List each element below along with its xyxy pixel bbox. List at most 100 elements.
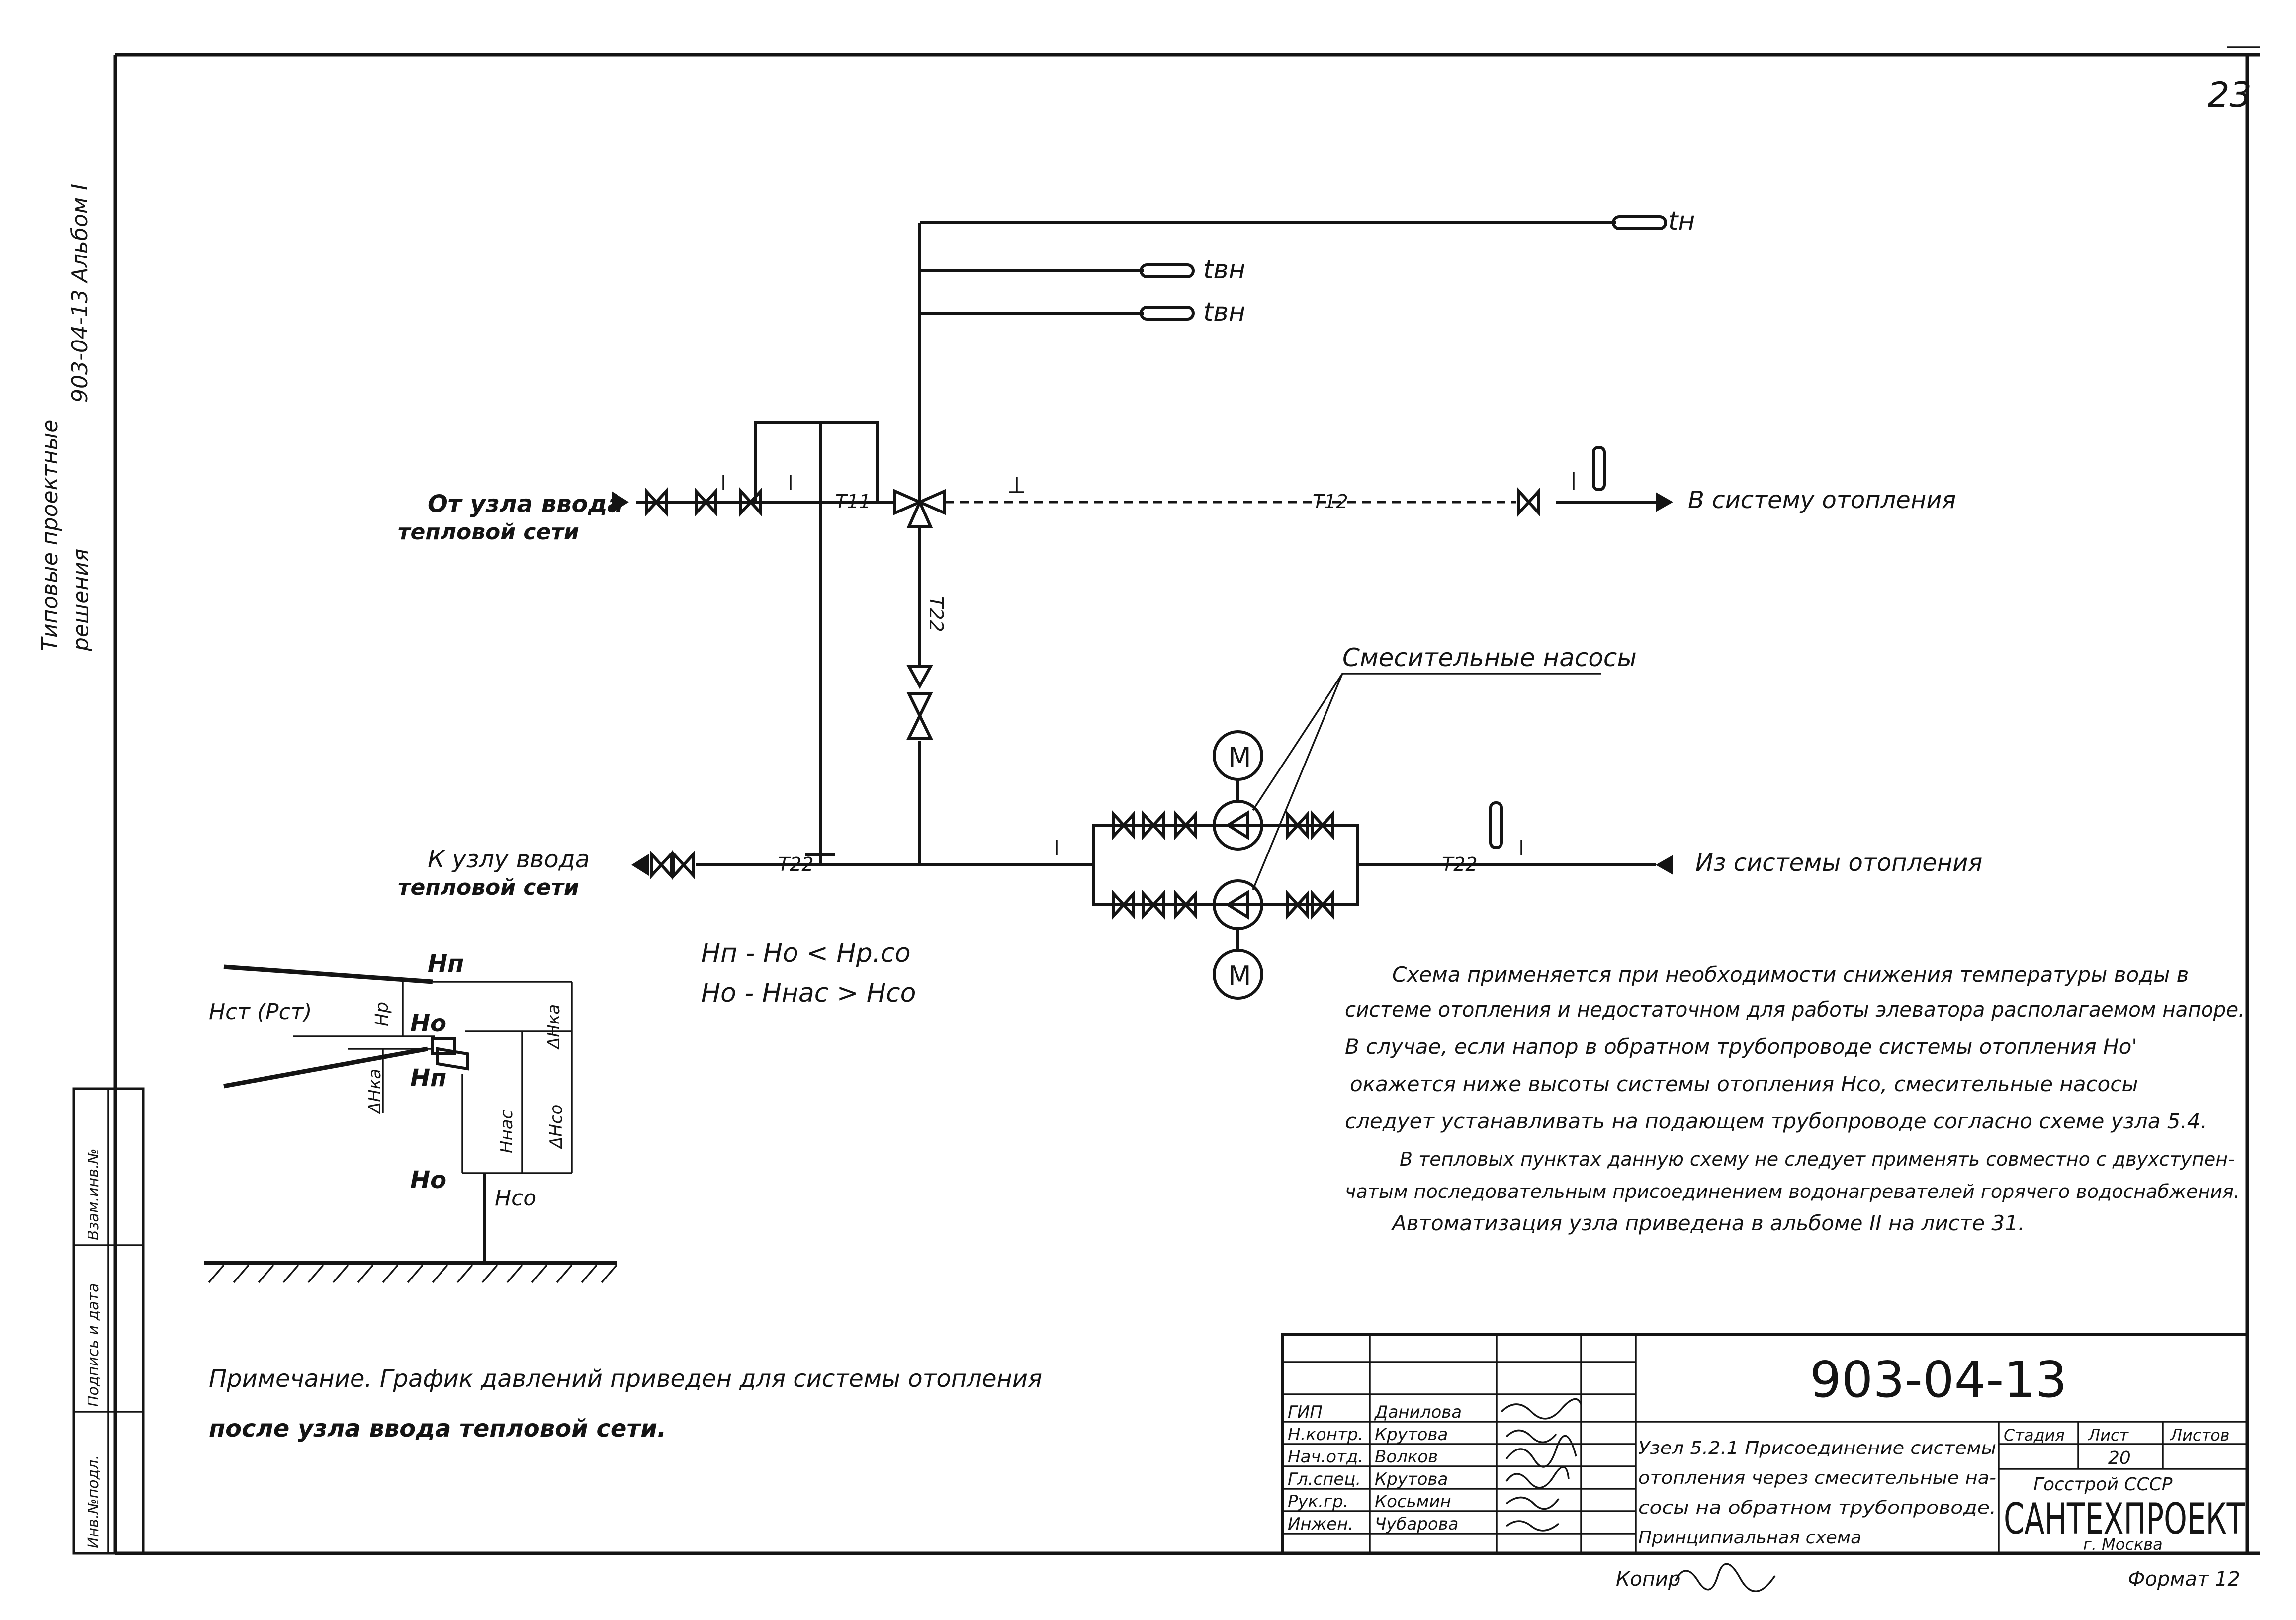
supply-line — [636, 421, 1656, 504]
footnote-line1: Примечание. График давлений приведен для… — [209, 1365, 1042, 1393]
copied-label: Копир — [1616, 1568, 1680, 1591]
sheet-number: 23 — [2208, 75, 2252, 115]
return-thermometer — [1489, 801, 1503, 849]
tb-stage-header: Стадия — [2004, 1426, 2065, 1445]
margin-title-line1: Типовые проектные — [37, 420, 63, 651]
graph-dhka-right: ΔНка — [544, 1004, 564, 1050]
format-label: Формат 12 — [2128, 1568, 2240, 1591]
to-network-line2: тепловой сети — [398, 875, 579, 900]
tb-name-4: Крутова — [1375, 1469, 1448, 1489]
tb-name-5: Косьмин — [1375, 1492, 1451, 1512]
motor-top: М — [1213, 730, 1263, 781]
graph-hr-label: Нр — [372, 1002, 392, 1026]
copier-signature — [1675, 1563, 1776, 1592]
from-network-line2: тепловой сети — [398, 519, 579, 545]
graph-dhka-left: ΔНка — [365, 1069, 385, 1115]
tb-org-3: г. Москва — [2083, 1535, 2163, 1554]
margin-title-line3: 903-04-13 Альбом I — [67, 184, 92, 403]
pipe-t22-right-label: Т22 — [1442, 853, 1478, 875]
mixing-pumps-leader — [1252, 673, 1601, 890]
sensor-tvn2-label: tвн — [1203, 297, 1245, 327]
tb-name-3: Волков — [1375, 1447, 1438, 1467]
note-p1-line4: окажется ниже высоты системы отопления Н… — [1350, 1072, 2138, 1096]
graph-dhco-label: ΔНсо — [546, 1105, 566, 1150]
from-heating-label: Из системы отопления — [1695, 849, 1982, 877]
sensor-branch — [918, 221, 1616, 500]
pipe-t22-left-label: Т22 — [778, 853, 814, 875]
stamp-vzam-inv: Взам.инв.№ — [85, 1148, 102, 1240]
graph-hnas-label: Ннас — [497, 1109, 517, 1153]
tb-name-2: Крутова — [1375, 1425, 1448, 1445]
stamp-strip: Инв.№подл. Подпись и дата Взам.инв.№ — [72, 1087, 145, 1555]
mixing-pumps-label: Смесительные насосы — [1342, 643, 1637, 672]
sensor-tvn1-label: tвн — [1203, 255, 1245, 285]
return-line — [696, 502, 1656, 866]
indoor-temp-sensor-1: tвн — [1140, 255, 1245, 285]
tb-sheet-value: 20 — [2108, 1448, 2131, 1468]
jumper-t22 — [906, 527, 934, 865]
to-network-line1: К узлу ввода — [428, 846, 590, 873]
tb-org-2: САНТЕХПРОЕКТ — [2004, 1494, 2245, 1544]
pipe-t11-label: Т11 — [835, 491, 871, 512]
supply-valve-2 — [695, 487, 717, 517]
indoor-temp-sensor-2: tвн — [1140, 297, 1245, 327]
pressure-graph — [204, 964, 618, 1283]
formula-2: Но - Ннас > Нсо — [701, 978, 916, 1008]
tb-role-6: Инжен. — [1288, 1514, 1353, 1534]
note-p1-line1: Схема применяется при необходимости сниж… — [1392, 962, 2189, 987]
tb-title-line1: Узел 5.2.1 Присоединение системы — [1638, 1438, 1996, 1458]
stamp-inv-podl: Инв.№подл. — [85, 1455, 102, 1548]
tb-title-line2: отопления через смесительные на- — [1638, 1468, 1996, 1488]
tb-role-4: Гл.спец. — [1288, 1469, 1361, 1489]
supply-valve-1 — [645, 487, 668, 517]
heating-return-arrow — [1656, 855, 1673, 875]
doc-code: 903-04-13 — [1810, 1351, 2067, 1409]
outdoor-temp-sensor: tн — [1612, 206, 1695, 236]
graph-ho-prime: Но — [410, 1166, 446, 1194]
heating-supply-arrow — [1656, 492, 1673, 512]
footnote-line2: после узла ввода тепловой сети. — [209, 1415, 666, 1443]
drawing-frame — [113, 46, 2260, 1555]
return-valve-1 — [650, 850, 673, 880]
tb-sheet-header: Лист — [2088, 1426, 2129, 1445]
sensor-tn-label: tн — [1668, 206, 1695, 236]
note-p1-line5: следует устанавливать на подающем трубоп… — [1345, 1109, 2207, 1133]
graph-ho-level: Но — [410, 1010, 446, 1037]
motor-top-label: М — [1228, 742, 1251, 773]
tb-title-line3: сосы на обратном трубопроводе. — [1638, 1498, 1996, 1518]
mixing-pump-1 — [1213, 778, 1263, 851]
to-heating-label: В систему отопления — [1688, 486, 1956, 514]
tb-role-1: ГИП — [1288, 1402, 1323, 1422]
note-p2-line1: В тепловых пунктах данную схему не следу… — [1400, 1148, 2235, 1170]
return-valve-2 — [672, 850, 695, 880]
from-network-line1: От узла ввода — [428, 490, 623, 518]
pump-1-valves — [1112, 810, 1334, 840]
notes-block: Схема применяется при необходимости сниж… — [1345, 962, 2245, 1235]
tb-role-2: Н.контр. — [1288, 1425, 1363, 1445]
tb-role-3: Нач.отд. — [1288, 1447, 1363, 1467]
note-p1-line3: В случае, если напор в обратном трубопро… — [1345, 1034, 2137, 1059]
graph-hp-level: Нп — [428, 950, 464, 978]
graph-hst-label: Нст (Рст) — [209, 999, 312, 1024]
note-p2-line3: Автоматизация узла приведена в альбоме I… — [1391, 1211, 2025, 1235]
margin-title-line2: решения — [68, 549, 93, 652]
graph-hco-label: Нсо — [495, 1186, 536, 1211]
pump-2-valves — [1112, 890, 1334, 920]
graph-hn-prime: Нп — [410, 1064, 446, 1092]
supply-check-valve — [739, 487, 762, 517]
formula-1: Нп - Но < Нр.со — [701, 938, 911, 968]
stamp-sign-date: Подпись и дата — [85, 1283, 102, 1407]
signatures — [1501, 1398, 1582, 1532]
tb-role-5: Рук.гр. — [1288, 1492, 1348, 1512]
three-way-valve — [893, 477, 946, 528]
motor-bottom: М — [1213, 949, 1263, 1000]
note-p2-line2: чатым последовательным присоединением во… — [1345, 1181, 2240, 1202]
title-block — [1281, 1333, 2249, 1555]
supply-inlet-arrow — [612, 491, 629, 513]
margin-title: Типовые проектные решения 903-04-13 Альб… — [37, 184, 93, 652]
note-p1-line2: системе отопления и недостаточном для ра… — [1345, 997, 2245, 1022]
tb-sheets-header: Листов — [2170, 1426, 2230, 1445]
pipe-t22-vertical-label: Т22 — [925, 597, 947, 632]
heating-supply-valve — [1517, 472, 1575, 517]
